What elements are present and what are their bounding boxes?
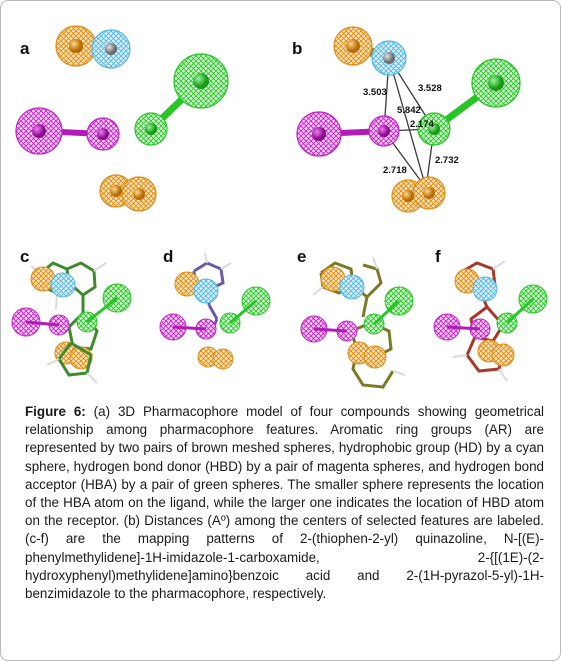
- donor-center-small: [97, 128, 109, 140]
- panel-label-d: d: [163, 247, 174, 266]
- hydrophobic-sphere: [50, 272, 76, 298]
- hydrophobic-center: [105, 43, 117, 55]
- acceptor-center-small: [145, 123, 157, 135]
- aromatic-sphere: [363, 345, 387, 369]
- panel-e-mapping: [300, 256, 414, 389]
- hydrophobic-center: [383, 52, 395, 64]
- panel-d-mapping: [159, 252, 271, 370]
- panel-label-b: b: [292, 39, 303, 58]
- figure-caption: Figure 6: (a) 3D Pharmacophore model of …: [25, 403, 544, 603]
- hydrophobic-sphere: [472, 276, 498, 302]
- caption-text: (a) 3D Pharmacophore model of four compo…: [25, 404, 545, 602]
- aromatic-center: [402, 190, 414, 202]
- donor-center: [32, 124, 46, 138]
- aromatic-center: [110, 185, 122, 197]
- panel-a-model: [15, 25, 229, 212]
- acceptor-center-small: [428, 123, 440, 135]
- acceptor-center: [193, 73, 209, 89]
- aromatic-center: [133, 188, 145, 200]
- donor-center: [312, 127, 326, 141]
- panel-label-f: f: [435, 247, 441, 266]
- aromatic-center: [423, 187, 435, 199]
- hydrophobic-sphere: [339, 274, 365, 300]
- distance-label: 2.718: [383, 165, 407, 176]
- distance-label: 2.732: [435, 155, 459, 166]
- distance-label: 5.842: [397, 105, 421, 116]
- panel-label-c: c: [20, 247, 30, 266]
- distance-label: 2.174: [410, 119, 434, 130]
- panel-c-mapping: [11, 261, 132, 384]
- panel-label-e: e: [297, 247, 307, 266]
- acceptor-center: [488, 75, 504, 91]
- aromatic-sphere: [491, 343, 515, 367]
- panel-f-mapping: [433, 260, 548, 382]
- distance-label: 3.503: [363, 87, 387, 98]
- hydrophobic-sphere: [193, 278, 219, 304]
- donor-center-small: [378, 125, 390, 137]
- panel-b-model: 3.503 3.528 5.842 2.174 2.732 2.718: [296, 26, 521, 213]
- aromatic-center: [346, 39, 360, 53]
- distance-label: 3.528: [418, 83, 442, 94]
- aromatic-sphere: [212, 348, 234, 370]
- pharmacophore-figure: 3.503 3.528 5.842 2.174 2.732 2.718: [11, 25, 548, 389]
- aromatic-center: [69, 39, 83, 53]
- panel-label-a: a: [20, 39, 30, 58]
- caption-label: Figure 6:: [25, 404, 86, 419]
